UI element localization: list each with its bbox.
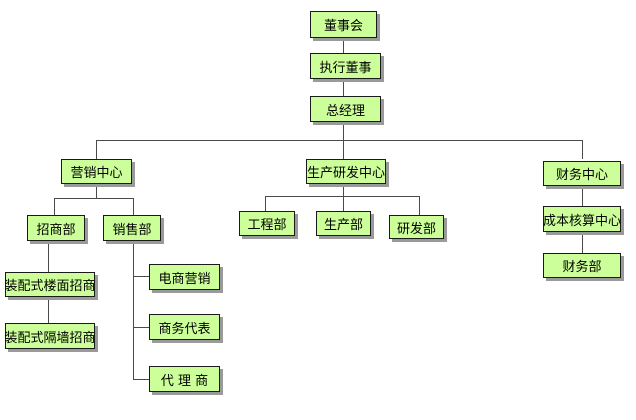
node-executive-director: 执行董事 [310, 53, 381, 79]
node-investment-dept: 招商部 [27, 215, 85, 241]
node-finance-center: 财务中心 [543, 161, 621, 186]
node-production-dept: 生产部 [316, 211, 371, 236]
node-board: 董事会 [310, 11, 377, 38]
node-business-rep: 商务代表 [149, 314, 220, 340]
node-finance-dept: 财务部 [543, 253, 621, 278]
connector-line [419, 196, 420, 215]
connector-line [96, 140, 583, 141]
connector-line [343, 196, 344, 211]
node-cost-accounting-center: 成本核算中心 [543, 206, 621, 232]
node-agent: 代 理 商 [149, 366, 220, 392]
connector-line [265, 196, 420, 197]
connector-line [133, 379, 149, 380]
node-fitout-building-invest: 装配式楼面招商 [5, 272, 96, 297]
connector-line [54, 198, 134, 199]
connector-line [48, 241, 49, 272]
connector-line [133, 198, 134, 215]
node-fitout-partition-invest: 装配式隔墙招商 [5, 323, 96, 349]
connector-line [133, 241, 134, 380]
connector-line [96, 140, 97, 159]
node-engineering-dept: 工程部 [239, 211, 295, 236]
connector-line [582, 140, 583, 159]
node-production-rd-center: 生产研发中心 [306, 159, 386, 184]
node-rd-dept: 研发部 [389, 215, 444, 239]
connector-line [133, 327, 149, 328]
connector-line [343, 184, 344, 196]
connector-line [54, 198, 55, 215]
node-general-manager: 总经理 [310, 96, 381, 122]
connector-line [96, 184, 97, 198]
node-sales-dept: 销售部 [103, 215, 161, 241]
connector-line [343, 140, 344, 159]
connector-line [343, 79, 344, 96]
connector-line [582, 186, 583, 206]
connector-line [265, 196, 266, 211]
node-ecommerce-marketing: 电商营销 [149, 264, 220, 290]
node-marketing-center: 营销中心 [61, 159, 132, 184]
connector-line [133, 276, 149, 277]
connector-line [343, 38, 344, 53]
connector-line [343, 122, 344, 140]
connector-line [582, 232, 583, 253]
connector-line [48, 297, 49, 323]
